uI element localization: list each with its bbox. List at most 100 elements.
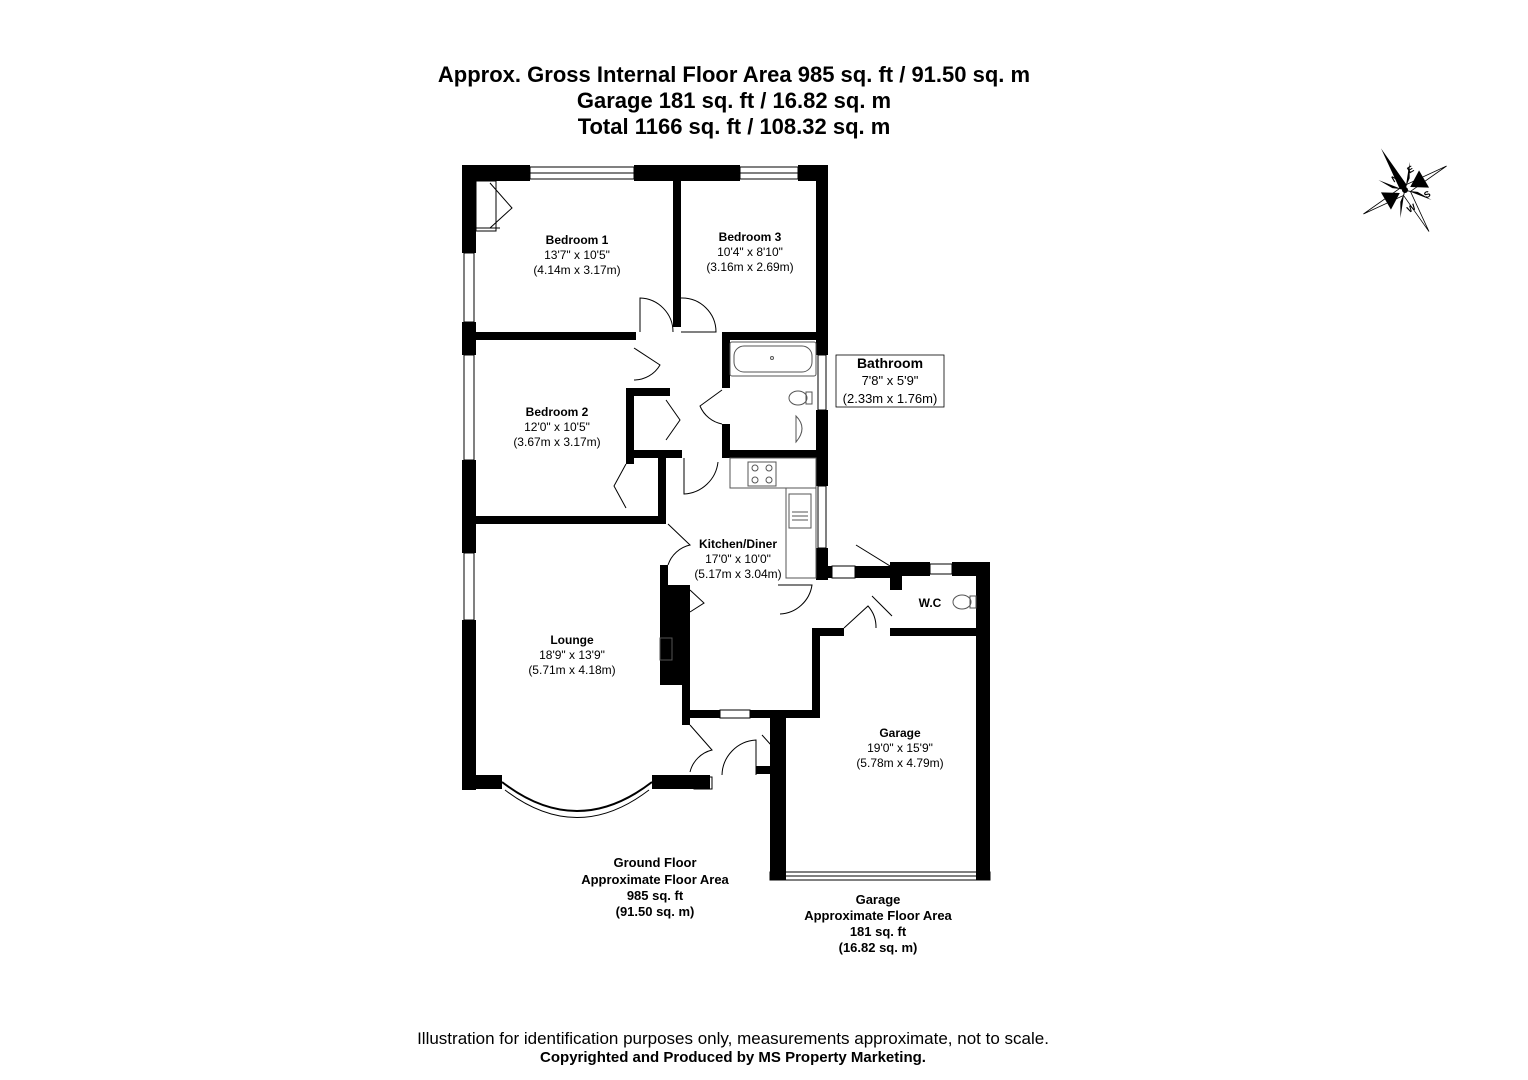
bathroom-label-box bbox=[835, 354, 945, 408]
hob bbox=[747, 461, 777, 487]
walls bbox=[462, 165, 990, 880]
bathroom-metric: (2.33m x 1.76m) bbox=[843, 391, 938, 406]
window-utility bbox=[831, 565, 856, 579]
fireplace bbox=[659, 637, 673, 661]
compass-s: S bbox=[1422, 189, 1432, 201]
door-lounge bbox=[667, 523, 692, 566]
compass-e: E bbox=[1405, 164, 1415, 176]
kitchen-metric: (5.17m x 3.04m) bbox=[694, 567, 781, 581]
garage-area-subtitle: Approximate Floor Area bbox=[804, 908, 952, 923]
door-utility-ext bbox=[855, 544, 891, 567]
bedroom1-name: Bedroom 1 bbox=[546, 233, 609, 247]
ground-floor-title: Ground Floor bbox=[613, 855, 696, 870]
door-utility bbox=[778, 584, 813, 615]
door-bed2-cupboard bbox=[613, 463, 627, 509]
door-bed3 bbox=[680, 297, 717, 333]
door-front bbox=[721, 739, 757, 776]
disclaimer-text: Illustration for identification purposes… bbox=[417, 1029, 1049, 1048]
bay-window bbox=[501, 781, 653, 812]
garage-name: Garage bbox=[879, 726, 921, 740]
wall-top-mid bbox=[634, 165, 740, 181]
toilet bbox=[788, 390, 808, 406]
footer: Illustration for identification purposes… bbox=[0, 1029, 1466, 1067]
door-bath bbox=[699, 389, 723, 425]
wall-left-1 bbox=[462, 165, 476, 253]
window-kitchen-right bbox=[817, 485, 827, 549]
garage-area-line: Garage 181 sq. ft / 16.82 sq. m bbox=[576, 88, 892, 113]
wall-bed2-bottom bbox=[476, 516, 666, 524]
garage-imperial: 19'0" x 15'9" bbox=[867, 741, 933, 755]
wall-right-bath bbox=[816, 410, 828, 486]
wall-left-2 bbox=[462, 322, 476, 355]
bedroom3-metric: (3.16m x 2.69m) bbox=[706, 260, 793, 274]
window-porch bbox=[693, 776, 713, 790]
wall-utility-bottom bbox=[820, 628, 844, 636]
door-wc bbox=[871, 595, 893, 617]
garage-metric: (5.78m x 4.79m) bbox=[856, 756, 943, 770]
counter bbox=[729, 457, 817, 489]
garage-area-sqm: (16.82 sq. m) bbox=[839, 940, 918, 955]
counter-side bbox=[785, 487, 817, 579]
wall-lounge-right-2 bbox=[682, 685, 690, 725]
wall-store-bottom bbox=[756, 766, 786, 774]
door-bed1 bbox=[639, 297, 674, 333]
door-cupboard bbox=[665, 399, 681, 441]
bedroom2-metric: (3.67m x 3.17m) bbox=[513, 435, 600, 449]
wall-utility-top-2 bbox=[855, 566, 891, 578]
floor-area-header: Approx. Gross Internal Floor Area 985 sq… bbox=[0, 62, 1468, 140]
kitchen-sink bbox=[788, 493, 812, 529]
door-cupboard-2 bbox=[689, 589, 705, 613]
wall-kitchen-bottom bbox=[690, 710, 720, 718]
ground-floor-sqm: (91.50 sq. m) bbox=[616, 904, 695, 919]
wall-bed2-right-2 bbox=[658, 450, 666, 522]
door-hall-kitchen bbox=[683, 458, 719, 495]
wall-bath-left-lower bbox=[722, 424, 730, 456]
bathtub bbox=[729, 341, 817, 377]
wall-left-4 bbox=[462, 620, 476, 790]
windows bbox=[463, 166, 989, 818]
wall-garage-left bbox=[812, 628, 820, 718]
ground-floor-sqft: 985 sq. ft bbox=[627, 888, 684, 903]
door-porch bbox=[689, 724, 713, 773]
compass-n: N bbox=[1390, 172, 1401, 184]
fixtures bbox=[659, 341, 977, 661]
copyright-text: Copyrighted and Produced by MS Property … bbox=[540, 1049, 926, 1066]
wall-bath-left-upper bbox=[722, 332, 730, 388]
bathroom-name: Bathroom bbox=[857, 355, 923, 371]
door-bed2 bbox=[633, 347, 661, 381]
window-wc bbox=[929, 563, 953, 575]
wall-bed1-bed3 bbox=[673, 181, 681, 327]
bedroom1-imperial: 13'7" x 10'5" bbox=[544, 248, 610, 262]
bedroom2-name: Bedroom 2 bbox=[526, 405, 589, 419]
window-bed2-left bbox=[463, 354, 475, 461]
sink bbox=[795, 414, 803, 444]
wall-lounge-bottom-right bbox=[652, 775, 690, 789]
bedroom2-imperial: 12'0" x 10'5" bbox=[524, 420, 590, 434]
wall-store bbox=[778, 712, 786, 772]
bedroom1-metric: (4.14m x 3.17m) bbox=[533, 263, 620, 277]
wall-bed1-bottom bbox=[476, 332, 636, 340]
area-labels: Ground Floor Approximate Floor Area 985 … bbox=[581, 855, 952, 955]
window-bed1-left bbox=[463, 252, 475, 323]
wall-cupboard-top bbox=[626, 388, 670, 396]
wall-wc-left bbox=[890, 562, 902, 590]
wall-porch-bottom bbox=[690, 775, 710, 789]
kitchen-imperial: 17'0" x 10'0" bbox=[705, 552, 771, 566]
door-bed1-wardrobe bbox=[476, 182, 513, 229]
garage-area-sqft: 181 sq. ft bbox=[850, 924, 907, 939]
lounge-imperial: 18'9" x 13'9" bbox=[539, 648, 605, 662]
wall-bath-bottom bbox=[722, 450, 818, 458]
wc-name: W.C bbox=[919, 596, 942, 610]
ground-floor-subtitle: Approximate Floor Area bbox=[581, 872, 729, 887]
wall-utility-top bbox=[816, 566, 832, 578]
wall-lounge-right-1 bbox=[660, 565, 668, 585]
window-bath-right bbox=[817, 354, 827, 411]
window-kitchen-bottom bbox=[719, 709, 751, 719]
wall-chimney bbox=[660, 585, 690, 685]
wall-right-upper bbox=[816, 165, 828, 355]
lounge-metric: (5.71m x 4.18m) bbox=[528, 663, 615, 677]
wall-top-left bbox=[462, 165, 530, 181]
wall-wc-bottom bbox=[890, 628, 980, 636]
wall-garage-right bbox=[976, 562, 990, 880]
wall-lounge-bottom-left bbox=[462, 775, 502, 789]
